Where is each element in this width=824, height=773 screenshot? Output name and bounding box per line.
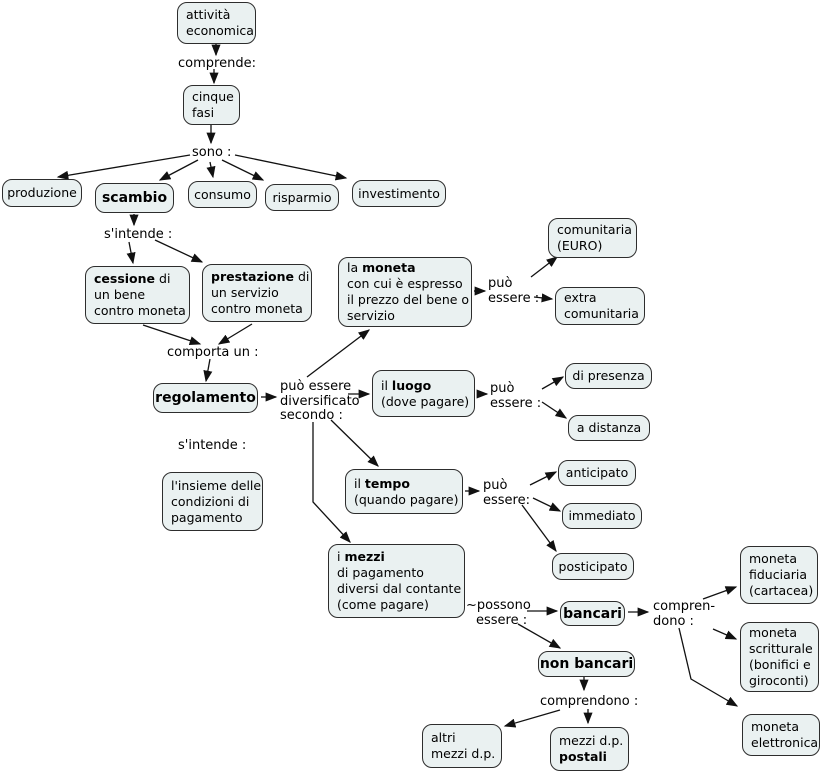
node-altri-mezzi[interactable]: altri mezzi d.p. <box>422 724 502 768</box>
node-regolamento[interactable]: regolamento <box>153 383 258 413</box>
link-label-sintende-2: s'intende : <box>178 438 247 453</box>
node-moneta-elettronica[interactable]: moneta elettronica <box>742 714 820 756</box>
link-label-comprende: comprende: <box>178 56 256 71</box>
node-anticipato[interactable]: anticipato <box>558 460 636 486</box>
link-label-comporta-un: comporta un : <box>167 345 259 360</box>
link-label-puo-essere-diversificato: può essere diversificato secondo : <box>280 379 360 423</box>
node-scambio[interactable]: scambio <box>95 183 174 213</box>
node-a-distanza[interactable]: a distanza <box>568 415 650 441</box>
node-insieme-condizioni[interactable]: l'insieme delle condizioni di pagamento <box>162 472 263 531</box>
node-mezzi-postali[interactable]: mezzi d.p. postali <box>550 727 629 771</box>
node-extra-comunitaria[interactable]: extra comunitaria <box>555 287 645 325</box>
node-non-bancari[interactable]: non bancari <box>538 651 635 677</box>
node-cessione[interactable]: cessione di un bene contro moneta <box>85 266 190 324</box>
node-cinque-fasi[interactable]: cinque fasi <box>183 85 240 125</box>
link-label-possono-essere: ~possono essere : <box>466 598 531 628</box>
link-label-sono: sono : <box>192 145 232 160</box>
link-label-comprendono-bancari: compren- dono : <box>653 599 716 629</box>
link-label-puo-essere-tempo: può essere: <box>483 478 530 508</box>
node-attivita-economica[interactable]: attività economica <box>177 2 256 44</box>
node-di-presenza[interactable]: di presenza <box>565 363 652 389</box>
node-moneta-fiduciaria[interactable]: moneta fiduciaria (cartacea) <box>740 546 818 604</box>
node-immediato[interactable]: immediato <box>562 503 642 529</box>
node-bancari[interactable]: bancari <box>560 601 625 626</box>
connector-arrows <box>56 44 739 728</box>
link-label-puo-essere-luogo: può essere : <box>490 381 542 411</box>
node-prestazione[interactable]: prestazione di un servizio contro moneta <box>202 264 312 322</box>
node-comunitaria-euro[interactable]: comunitaria (EURO) <box>548 218 637 258</box>
link-label-sintende-1: s'intende : <box>104 227 173 242</box>
node-investimento[interactable]: investimento <box>352 180 446 207</box>
node-produzione[interactable]: produzione <box>2 179 82 207</box>
node-risparmio[interactable]: risparmio <box>265 184 339 211</box>
node-moneta-scritturale[interactable]: moneta scritturale (bonifici e giroconti… <box>740 622 819 692</box>
node-tempo[interactable]: il tempo (quando pagare) <box>345 469 463 514</box>
node-consumo[interactable]: consumo <box>188 181 257 208</box>
node-luogo[interactable]: il luogo (dove pagare) <box>372 370 475 417</box>
node-posticipato[interactable]: posticipato <box>552 553 634 580</box>
link-label-comprendono-non-bancari: comprendono : <box>540 694 639 709</box>
node-moneta[interactable]: la moneta con cui è espresso il prezzo d… <box>338 257 472 327</box>
link-label-puo-essere-moneta: può essere : <box>488 276 540 306</box>
node-mezzi-pagamento[interactable]: i mezzi di pagamento diversi dal contant… <box>328 544 465 618</box>
